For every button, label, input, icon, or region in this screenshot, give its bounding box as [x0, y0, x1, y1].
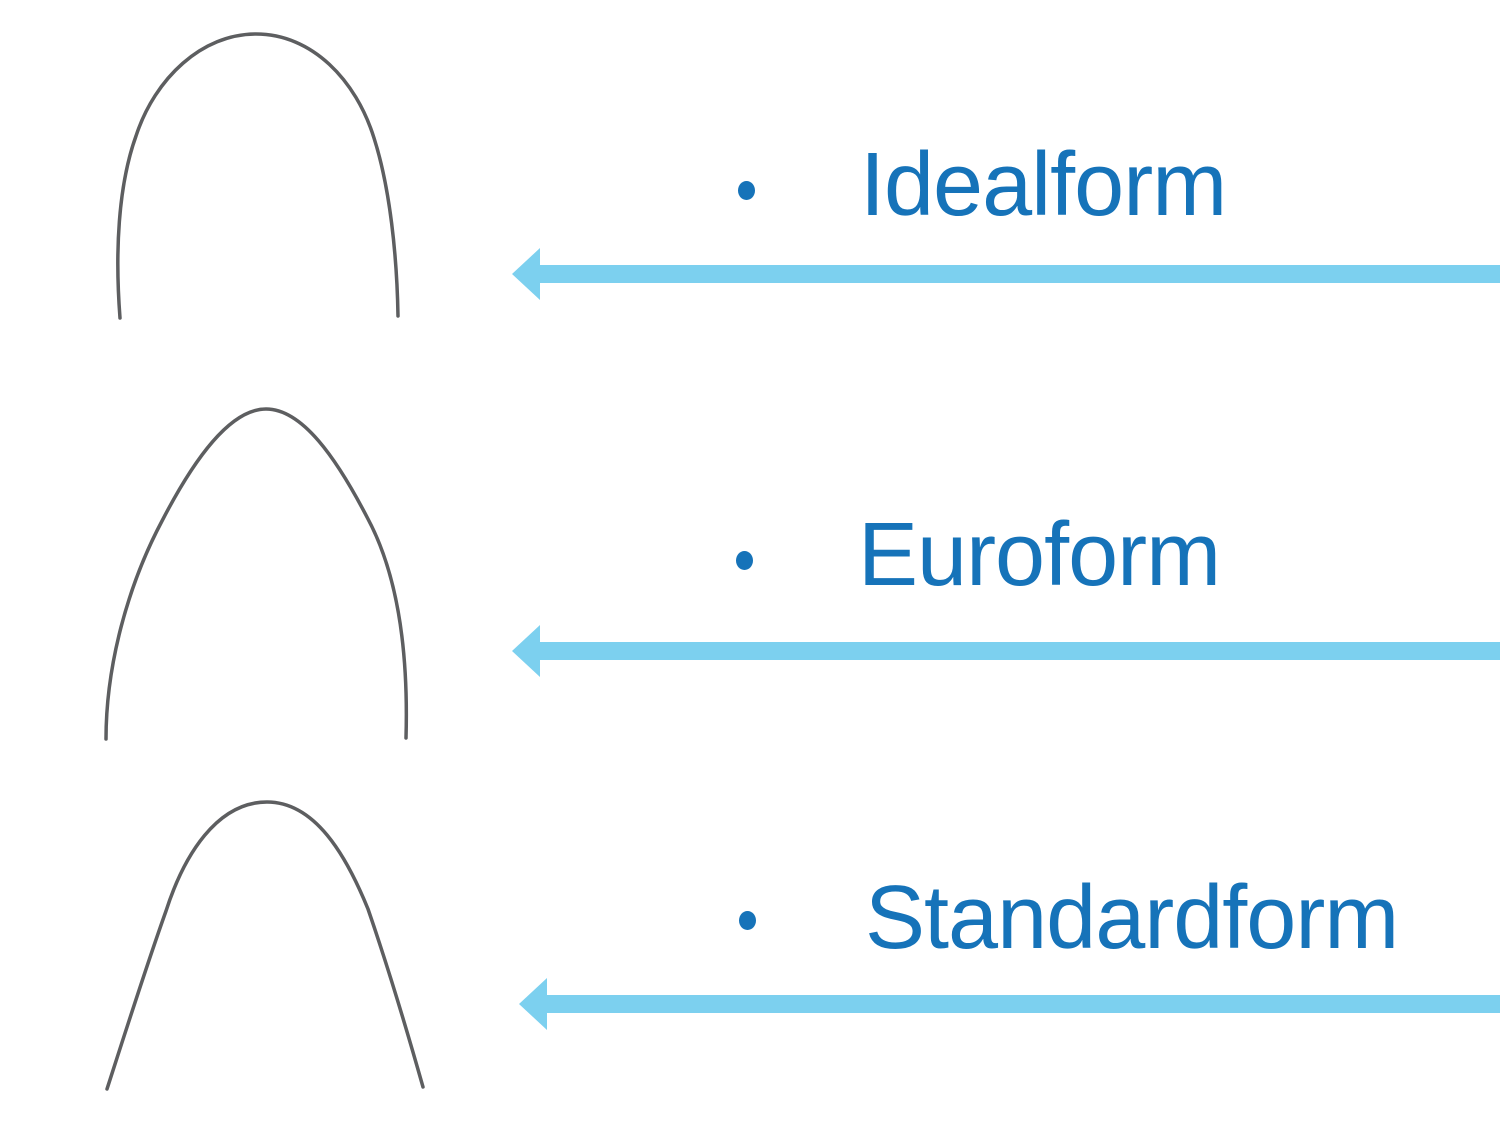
idealform-archwire-image — [116, 32, 400, 320]
standardform-archwire-image — [105, 800, 425, 1091]
left-arrow-euroform — [512, 625, 1500, 677]
bullet-icon — [739, 911, 756, 930]
left-arrow-idealform — [512, 248, 1500, 300]
left-arrow-shape — [512, 625, 1500, 677]
standardform-archwire-curve — [105, 800, 425, 1091]
label-idealform: Idealform — [860, 135, 1227, 235]
euroform-archwire-image — [104, 407, 409, 741]
idealform-archwire-curve — [116, 32, 400, 320]
euroform-archwire-curve — [104, 407, 409, 741]
label-standardform: Standardform — [865, 868, 1399, 968]
left-arrow-shape — [519, 978, 1500, 1030]
bullet-icon — [736, 551, 753, 570]
left-arrow-standardform — [519, 978, 1500, 1030]
left-arrow-shape — [512, 248, 1500, 300]
label-euroform: Euroform — [858, 505, 1221, 605]
bullet-icon — [738, 181, 755, 200]
